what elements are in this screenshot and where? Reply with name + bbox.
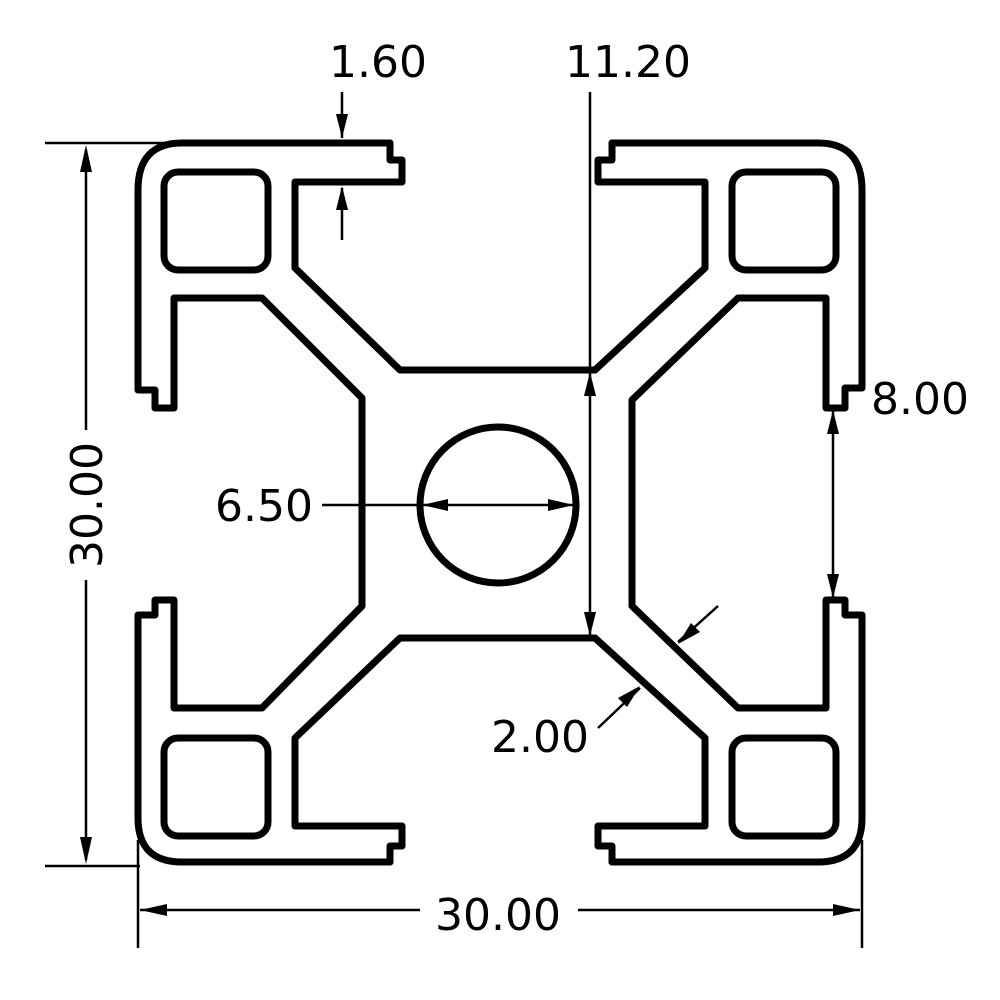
dimension-web-thickness: 2.00 xyxy=(491,605,719,763)
dimension-overall-width: 30.00 xyxy=(136,840,864,948)
slot-lip-bottom-right xyxy=(591,634,709,866)
slot-opening-label: 8.00 xyxy=(871,374,969,425)
overall-width-label: 30.00 xyxy=(435,890,561,941)
slot-lip-top-right xyxy=(591,139,709,374)
corner-cavity-bottom-right xyxy=(728,734,840,840)
core-width-label: 11.20 xyxy=(565,37,691,88)
corner-bottom-left xyxy=(134,501,394,866)
dimension-center-bore: 6.50 xyxy=(215,481,576,532)
slot-lip-top-left xyxy=(291,139,599,374)
lip-thickness-label: 1.60 xyxy=(329,37,427,88)
corner-top-right xyxy=(608,139,866,509)
corner-cavity-bottom-left xyxy=(160,734,272,840)
corner-cavity-top-right xyxy=(728,168,840,274)
corner-bottom-right xyxy=(608,501,866,866)
overall-height-label: 30.00 xyxy=(62,442,113,568)
slot-lip-bottom-left xyxy=(291,634,599,866)
corner-cavity-top-left xyxy=(160,168,272,274)
dimension-slot-opening: 8.00 xyxy=(827,374,969,598)
center-bore-label: 6.50 xyxy=(215,481,313,532)
dimension-core-width: 11.20 xyxy=(565,37,691,640)
web-thickness-label: 2.00 xyxy=(491,712,589,763)
dimension-lip-thickness: 1.60 xyxy=(329,37,427,240)
dimension-overall-height: 30.00 xyxy=(45,141,175,868)
